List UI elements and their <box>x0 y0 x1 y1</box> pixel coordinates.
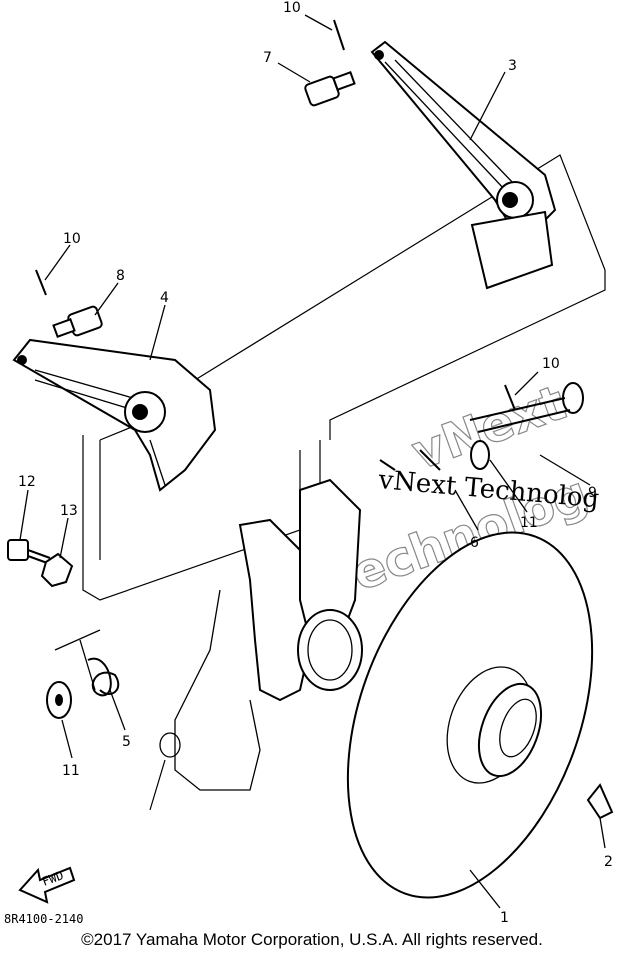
callout-13: 13 <box>60 503 78 519</box>
bracket <box>149 478 363 811</box>
fwd-arrow-icon: FWD <box>18 866 76 904</box>
diagram-code: 8R4100-2140 <box>4 912 83 926</box>
callout-5: 5 <box>122 734 131 750</box>
fwd-label: FWD <box>40 868 65 889</box>
callout-12: 12 <box>18 474 36 490</box>
leader-lines <box>19 14 606 909</box>
bolt-and-nut <box>7 539 74 588</box>
callout-11-left: 11 <box>62 763 80 779</box>
part-4-arm <box>12 338 217 492</box>
part-5-spring <box>54 629 120 697</box>
callout-9: 9 <box>588 485 597 501</box>
watermark-vnext: vNext <box>405 375 573 482</box>
callout-8: 8 <box>116 268 125 284</box>
callout-3: 3 <box>508 58 517 74</box>
part-3-arm <box>370 40 557 290</box>
part-1-sheave <box>346 531 594 899</box>
callout-11-right: 11 <box>520 515 538 531</box>
part-2-key <box>586 783 614 820</box>
callout-10-left: 10 <box>63 231 81 247</box>
callout-7: 7 <box>263 50 272 66</box>
callout-10-top: 10 <box>283 0 301 16</box>
callout-10-right: 10 <box>542 356 560 372</box>
part-9-pin <box>469 382 584 433</box>
washers <box>46 440 490 719</box>
callout-1: 1 <box>500 910 509 926</box>
callout-2: 2 <box>604 854 613 870</box>
part-8-joint <box>52 305 103 338</box>
part-10-cotter-pins <box>35 19 516 411</box>
callouts: 10 7 3 10 8 4 10 9 11 6 12 13 5 11 2 1 <box>18 0 613 926</box>
callout-6: 6 <box>470 535 479 551</box>
copyright-notice: ©2017 Yamaha Motor Corporation, U.S.A. A… <box>81 930 543 949</box>
callout-4: 4 <box>160 290 169 306</box>
part-7-joint <box>304 71 356 107</box>
